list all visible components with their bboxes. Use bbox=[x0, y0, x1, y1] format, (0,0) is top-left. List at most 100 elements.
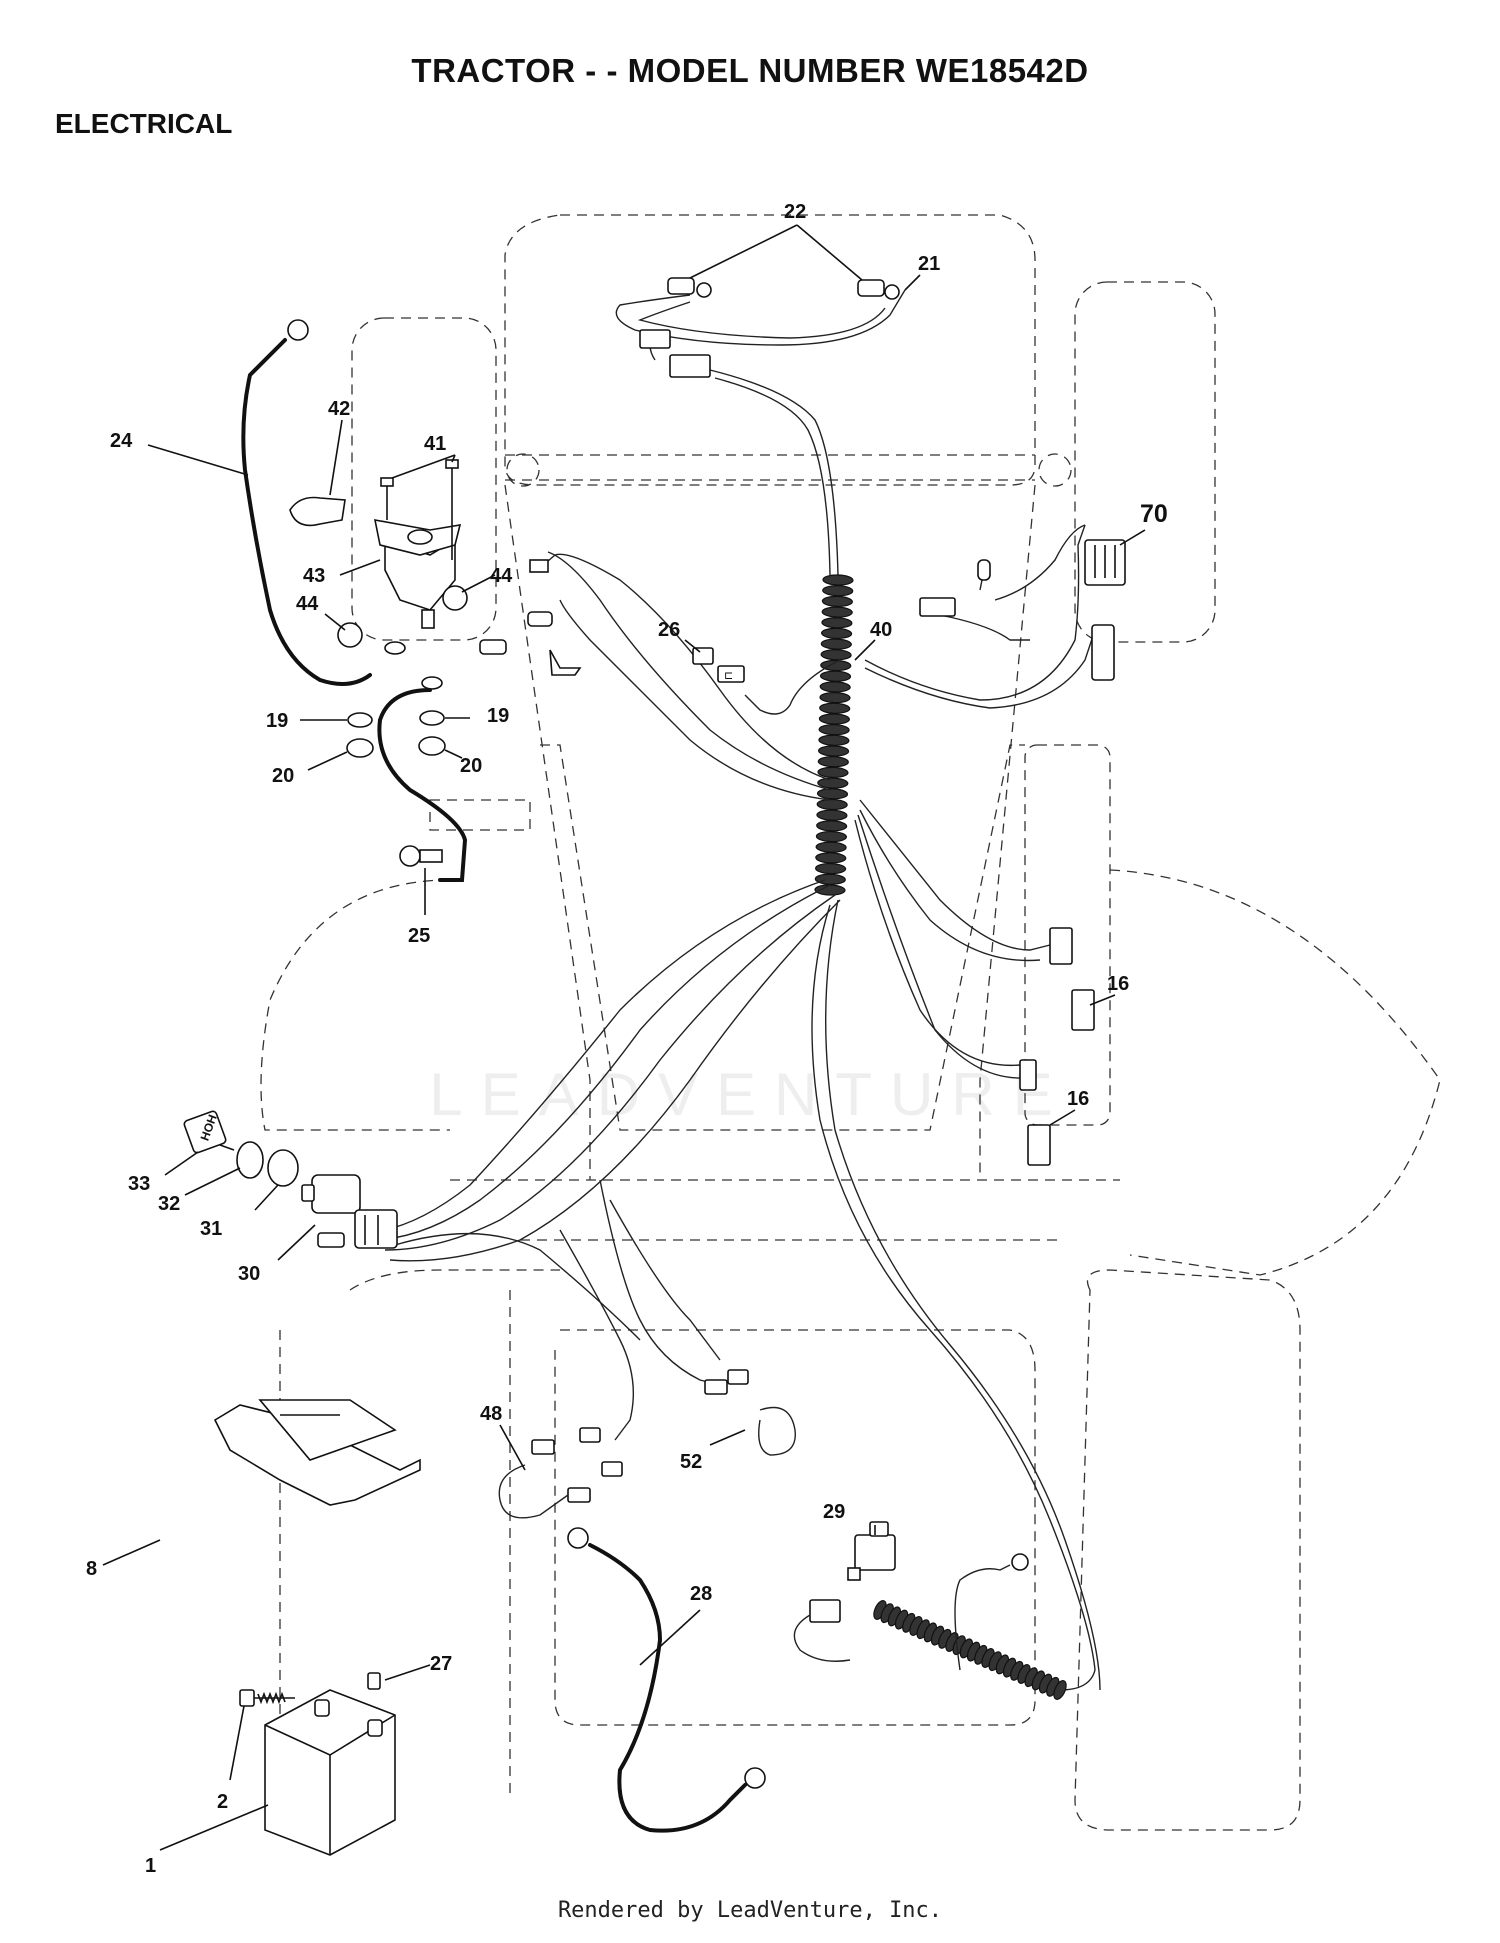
ignition-switch bbox=[301, 1174, 398, 1249]
spade-terminal-c bbox=[479, 639, 507, 655]
main-connector bbox=[669, 354, 711, 378]
callout-1: 1 bbox=[145, 1855, 156, 1877]
callout-20-right: 20 bbox=[460, 755, 482, 777]
front-axle-bracket bbox=[429, 799, 531, 831]
rear-branch-2 bbox=[825, 899, 1101, 1691]
pto-bulb bbox=[977, 559, 991, 581]
lighter-branch bbox=[599, 1179, 721, 1386]
solenoid-branch bbox=[547, 551, 831, 791]
callout-44-right: 44 bbox=[490, 565, 513, 587]
solenoid-branch-3 bbox=[539, 553, 831, 781]
hood-crossbar bbox=[505, 454, 1035, 481]
battery bbox=[264, 1689, 396, 1856]
loom-coil-segment bbox=[816, 798, 848, 811]
callout-22: 22 bbox=[784, 201, 806, 223]
fender-outline bbox=[1109, 869, 1441, 1276]
loom-coil-segment bbox=[818, 724, 850, 736]
seat-switch-connector bbox=[1084, 539, 1126, 586]
loom-coil-segment bbox=[816, 820, 848, 832]
callout-26: 26 bbox=[658, 619, 680, 641]
interlock-plug-lead bbox=[793, 1614, 851, 1662]
pto-branch-2 bbox=[979, 524, 1086, 601]
hood-outline bbox=[504, 214, 1036, 486]
callout-42: 42 bbox=[328, 398, 350, 420]
clutch-switch bbox=[1019, 1059, 1051, 1166]
rear-branch bbox=[811, 904, 1096, 1691]
brake-switch-branch-2 bbox=[859, 809, 1041, 962]
spade-terminal-a bbox=[529, 559, 549, 573]
ignition-branch-3 bbox=[374, 879, 826, 1233]
loom-coil-segment bbox=[817, 777, 849, 789]
hex-nut-left bbox=[346, 738, 374, 758]
rear-right-wheel bbox=[1074, 1269, 1301, 1831]
callout-19-left: 19 bbox=[266, 710, 288, 732]
starter-solenoid bbox=[373, 519, 462, 629]
loom-coil-segment bbox=[818, 734, 850, 746]
footer-credit: Rendered by LeadVenture, Inc. bbox=[557, 1898, 943, 1923]
battery-to-solenoid-cable bbox=[377, 688, 468, 882]
callout-8: 8 bbox=[86, 1558, 97, 1580]
hood-pivot-right bbox=[1038, 453, 1072, 487]
ground-terminal bbox=[549, 649, 582, 676]
frame-crossmember bbox=[450, 1179, 1120, 1241]
interlock-ground-lead bbox=[954, 1564, 1011, 1671]
parts: ⊏ HOH bbox=[183, 277, 1126, 1856]
callout-19-right: 19 bbox=[487, 705, 509, 727]
callout-29: 29 bbox=[823, 1501, 845, 1523]
clutch-switch-branch bbox=[854, 819, 1021, 1067]
loom-coil-segment bbox=[815, 830, 847, 843]
brake-switch-branch bbox=[859, 799, 1051, 951]
callout-52: 52 bbox=[680, 1451, 702, 1473]
center-deck-outline bbox=[540, 744, 1025, 1131]
callout-24: 24 bbox=[110, 430, 133, 452]
loom-coil-segment bbox=[817, 756, 849, 768]
callout-70: 70 bbox=[1140, 500, 1168, 528]
spade-terminal-b bbox=[527, 611, 553, 627]
solenoid-terminal-washer bbox=[384, 641, 406, 655]
loom-coil-segment bbox=[821, 627, 853, 640]
ignition-bezel bbox=[236, 1141, 264, 1179]
solenoid-to-starter-cable bbox=[241, 338, 372, 686]
fuse-connector: ⊏ bbox=[692, 647, 745, 683]
loom-coil-segment bbox=[821, 606, 853, 618]
loom-coil-segment bbox=[817, 766, 849, 779]
wiring-harness bbox=[374, 289, 1101, 1691]
loom-coil-segment bbox=[814, 884, 846, 896]
loom-coil-segment bbox=[820, 638, 852, 650]
ignition-to-lighter bbox=[394, 1232, 641, 1341]
callout-48: 48 bbox=[480, 1403, 502, 1425]
lock-washer-right bbox=[419, 710, 445, 726]
callout-44-left: 44 bbox=[296, 593, 319, 615]
callout-labels: 22 21 24 42 41 43 44 44 19 19 20 20 25 2… bbox=[86, 201, 1168, 1877]
solenoid-nut-right bbox=[442, 585, 468, 611]
lighter-branch-2 bbox=[559, 1229, 634, 1441]
loom-coil-segment bbox=[822, 585, 854, 597]
loom-coil-segment bbox=[816, 788, 849, 800]
harness-loom bbox=[814, 574, 854, 896]
loom-coil-segment bbox=[815, 862, 847, 875]
callout-20-left: 20 bbox=[272, 765, 294, 787]
pto-branch bbox=[939, 614, 1030, 641]
cable-25-ring-terminal bbox=[399, 845, 421, 867]
brake-switch bbox=[1049, 927, 1095, 1031]
watermark: LEADVENTURE bbox=[429, 1061, 1071, 1128]
hex-nut-right bbox=[418, 736, 446, 756]
loom-coil-segment bbox=[819, 702, 851, 714]
callout-41: 41 bbox=[424, 433, 446, 455]
headlight-bulb-left bbox=[667, 277, 712, 298]
solenoid-boot bbox=[289, 496, 346, 527]
ignition-key: HOH bbox=[183, 1110, 235, 1154]
cable-28-ring-terminal-bottom bbox=[744, 1767, 766, 1789]
seat-switch-branch-2 bbox=[864, 629, 1096, 709]
loom-coil-segment bbox=[818, 745, 850, 757]
section-label: ELECTRICAL bbox=[55, 108, 233, 139]
interlock-coil bbox=[873, 1600, 1067, 1700]
solenoid-terminal-washer-2 bbox=[421, 676, 443, 690]
loom-coil-segment bbox=[821, 617, 853, 629]
ignition-branch-4 bbox=[389, 899, 841, 1262]
callout-27: 27 bbox=[430, 1653, 452, 1675]
harness-trunk-2 bbox=[714, 377, 831, 576]
battery-nut bbox=[367, 1672, 381, 1690]
ignition-branch-2 bbox=[384, 894, 836, 1251]
